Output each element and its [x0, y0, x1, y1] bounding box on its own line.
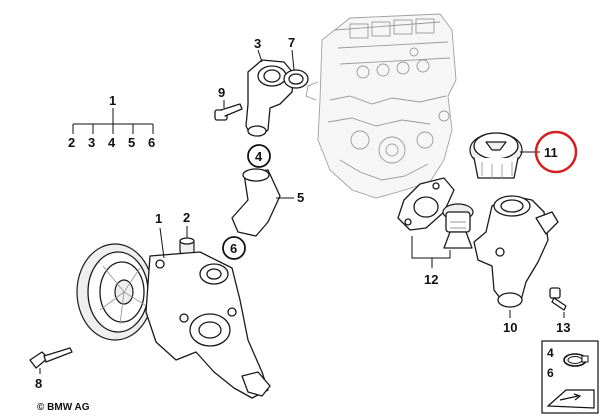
ground-icon [546, 389, 595, 409]
callout-4: 4 [255, 149, 263, 164]
part-thermostat-gasket [397, 177, 474, 268]
part-cap-11 [469, 132, 540, 179]
legend-item-b: 6 [547, 366, 554, 380]
callout-7: 7 [288, 35, 295, 50]
highlight-circle[interactable] [534, 130, 578, 174]
part-upper-elbow [245, 49, 295, 137]
part-water-pump [76, 227, 271, 399]
legend-box: 4 6 [541, 340, 599, 414]
copyright-text: © BMW AG [37, 402, 90, 413]
part-o-ring-7 [283, 49, 309, 89]
part-hose-5 [231, 168, 294, 237]
part-bolt-13 [549, 287, 567, 318]
part-thermostat-housing [473, 195, 559, 318]
callout-13: 13 [556, 320, 570, 335]
tree-child-label: 4 [108, 135, 116, 150]
legend-item-a: 4 [547, 346, 554, 360]
callout-8: 8 [35, 376, 42, 391]
callout-circle-6 [222, 236, 246, 260]
tree-child-label: 5 [128, 135, 135, 150]
callout-9: 9 [218, 85, 225, 100]
callout-12: 12 [424, 272, 438, 287]
part-sleeve-2 [179, 226, 195, 255]
callout-10: 10 [503, 320, 517, 335]
callout-1: 1 [155, 211, 162, 226]
callout-3: 3 [254, 36, 261, 51]
callout-11: 11 [544, 145, 558, 160]
callout-6: 6 [230, 241, 237, 256]
part-bolt-8 [29, 347, 73, 374]
callout-5: 5 [297, 190, 304, 205]
tree-child-label: 2 [68, 135, 75, 150]
tree-child-label: 3 [88, 135, 95, 150]
callout-2: 2 [183, 210, 190, 225]
part-tree: 1 2 3 4 5 6 [68, 93, 155, 150]
tree-child-label: 6 [148, 135, 155, 150]
hose-clamp-icon [563, 353, 589, 367]
callout-circle-4 [247, 144, 271, 168]
engine-block [305, 13, 457, 199]
part-bolt-9 [214, 100, 243, 121]
tree-root-label: 1 [109, 93, 116, 108]
